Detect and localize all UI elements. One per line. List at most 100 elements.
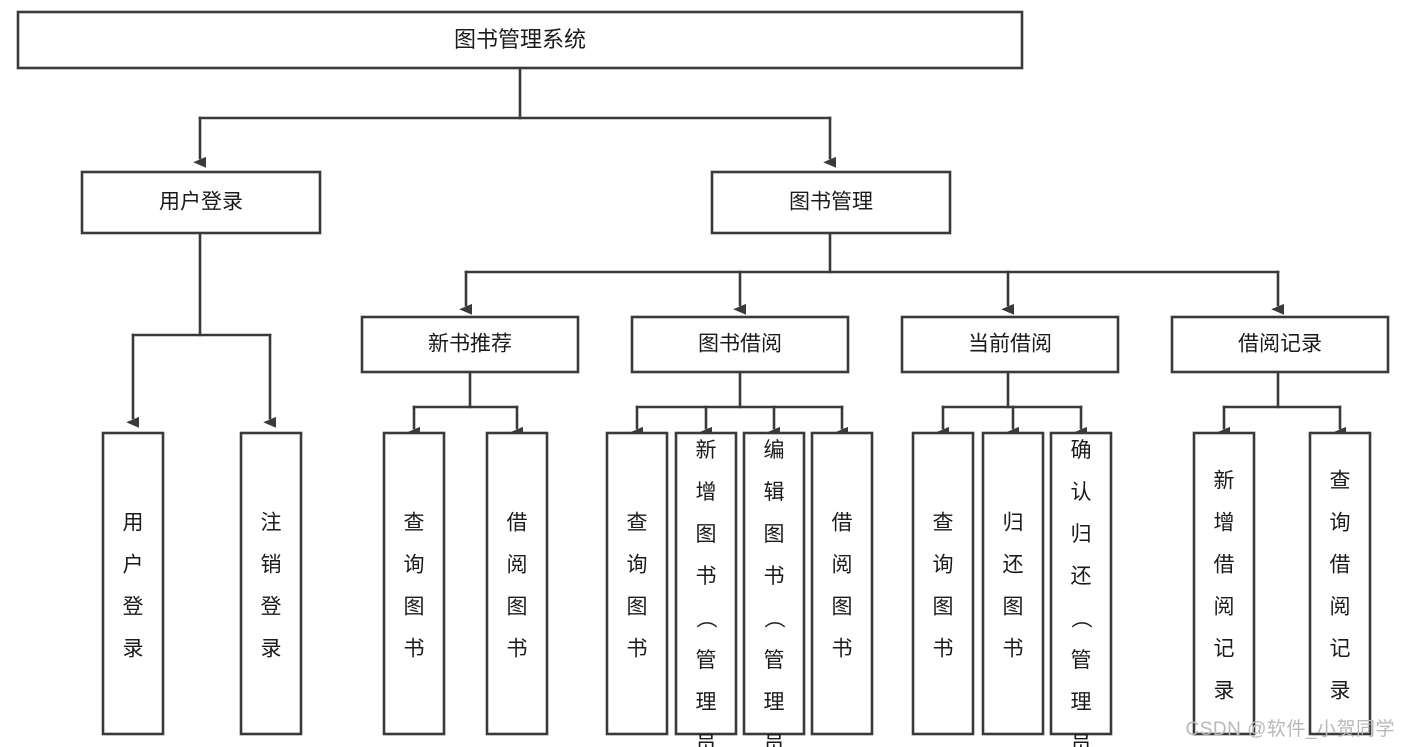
connector-group-book-borrow xyxy=(630,370,849,438)
svg-text:查: 查 xyxy=(627,512,648,535)
node-current-borrow[interactable]: 当前借阅 xyxy=(900,315,1120,374)
svg-text:新: 新 xyxy=(1214,470,1235,493)
svg-text:（: （ xyxy=(762,608,785,629)
svg-text:书: 书 xyxy=(404,638,425,661)
connector-group-current-borrow xyxy=(936,370,1088,438)
leaf-current-borrow-query[interactable] xyxy=(911,431,975,736)
svg-text:阅: 阅 xyxy=(1214,596,1235,619)
svg-text:询: 询 xyxy=(627,554,648,577)
svg-text:录: 录 xyxy=(1330,680,1351,703)
svg-text:图: 图 xyxy=(627,596,648,619)
svg-text:查: 查 xyxy=(933,512,954,535)
node-user-login-label: 用户登录 xyxy=(159,191,243,214)
svg-text:还: 还 xyxy=(1071,565,1092,588)
leaf-user-login-logout[interactable] xyxy=(239,431,303,736)
svg-text:图: 图 xyxy=(1003,596,1024,619)
svg-text:员: 员 xyxy=(1071,733,1092,747)
node-user-login[interactable]: 用户登录 xyxy=(80,170,322,235)
leaf-new-book-query[interactable] xyxy=(382,431,446,736)
svg-text:理: 理 xyxy=(764,691,785,714)
svg-text:书: 书 xyxy=(627,638,648,661)
svg-text:认: 认 xyxy=(1071,481,1092,504)
leaf-book-borrow-add[interactable] xyxy=(674,431,738,736)
node-book-borrow[interactable]: 图书借阅 xyxy=(630,315,850,374)
connector-group-user-login xyxy=(126,231,277,428)
leaf-book-borrow-edit[interactable] xyxy=(742,431,806,736)
leaf-book-borrow-query[interactable] xyxy=(605,431,669,736)
svg-text:理: 理 xyxy=(1071,691,1092,714)
svg-text:查: 查 xyxy=(404,512,425,535)
svg-text:图: 图 xyxy=(832,596,853,619)
svg-text:记: 记 xyxy=(1330,638,1351,661)
connector-group-new-book xyxy=(407,370,524,438)
svg-text:借: 借 xyxy=(1330,554,1351,577)
svg-text:借: 借 xyxy=(507,512,528,535)
svg-text:登: 登 xyxy=(123,596,144,619)
svg-text:确: 确 xyxy=(1071,439,1092,462)
leaf-label-layer: 用户登录注销登录查询图书借阅图书查询图书新增图书（管理员）编辑图书（管理员）借阅… xyxy=(123,439,1351,747)
svg-text:管: 管 xyxy=(696,649,717,672)
node-book-borrow-label: 图书借阅 xyxy=(698,333,782,356)
svg-text:询: 询 xyxy=(404,554,425,577)
svg-text:增: 增 xyxy=(696,481,717,504)
leaf-book-borrow-lend[interactable] xyxy=(810,431,874,736)
node-new-book-recommend[interactable]: 新书推荐 xyxy=(360,315,580,374)
svg-text:图: 图 xyxy=(764,523,785,546)
svg-text:书: 书 xyxy=(832,638,853,661)
node-borrow-record-label: 借阅记录 xyxy=(1238,333,1322,356)
svg-text:辑: 辑 xyxy=(764,481,785,504)
node-book-manage[interactable]: 图书管理 xyxy=(710,170,952,235)
svg-text:记: 记 xyxy=(1214,638,1235,661)
svg-text:（: （ xyxy=(694,608,717,629)
svg-text:员: 员 xyxy=(696,733,717,747)
node-root-label: 图书管理系统 xyxy=(454,27,586,52)
svg-text:图: 图 xyxy=(696,523,717,546)
svg-text:户: 户 xyxy=(123,554,144,577)
node-borrow-record[interactable]: 借阅记录 xyxy=(1170,315,1390,374)
leaf-user-login-login[interactable] xyxy=(101,431,165,736)
svg-text:归: 归 xyxy=(1071,523,1092,546)
svg-text:管: 管 xyxy=(1071,649,1092,672)
svg-text:录: 录 xyxy=(1214,680,1235,703)
svg-text:员: 员 xyxy=(764,733,785,747)
leaf-current-borrow-confirm[interactable] xyxy=(1049,431,1113,736)
svg-text:询: 询 xyxy=(1330,512,1351,535)
leaf-new-book-borrow[interactable] xyxy=(485,431,549,736)
node-root[interactable]: 图书管理系统 xyxy=(16,10,1024,70)
leaf-borrow-record-query[interactable] xyxy=(1308,431,1372,736)
svg-text:注: 注 xyxy=(261,512,282,535)
svg-text:归: 归 xyxy=(1003,512,1024,535)
svg-text:图: 图 xyxy=(933,596,954,619)
svg-text:录: 录 xyxy=(123,638,144,661)
svg-text:增: 增 xyxy=(1214,512,1235,535)
svg-text:询: 询 xyxy=(933,554,954,577)
connector-group-borrow-record xyxy=(1217,370,1347,438)
svg-text:图: 图 xyxy=(507,596,528,619)
svg-text:图: 图 xyxy=(404,596,425,619)
node-book-manage-label: 图书管理 xyxy=(789,191,873,214)
leaf-user-login-login-label: 用户登录 xyxy=(123,512,144,661)
connector-group-root xyxy=(193,66,837,168)
svg-text:管: 管 xyxy=(764,649,785,672)
leaf-borrow-record-add[interactable] xyxy=(1192,431,1256,736)
svg-text:书: 书 xyxy=(764,565,785,588)
svg-text:阅: 阅 xyxy=(832,554,853,577)
connector-group-book-manage xyxy=(459,231,1285,315)
svg-text:借: 借 xyxy=(832,512,853,535)
leaf-current-borrow-return[interactable] xyxy=(981,431,1045,736)
svg-text:销: 销 xyxy=(261,554,282,577)
svg-text:还: 还 xyxy=(1003,554,1024,577)
svg-text:录: 录 xyxy=(261,638,282,661)
svg-text:借: 借 xyxy=(1214,554,1235,577)
